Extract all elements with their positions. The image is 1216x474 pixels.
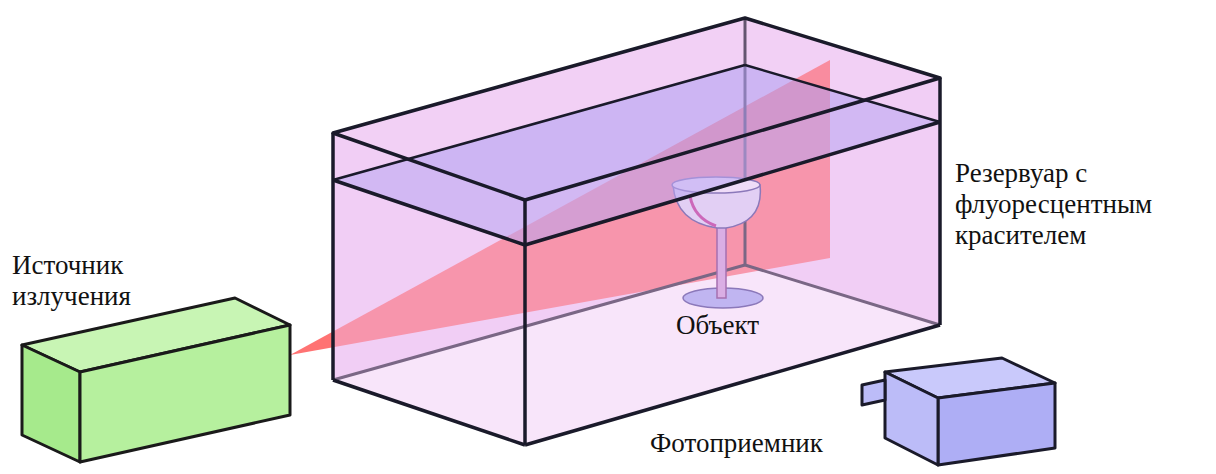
liquid-line [333, 65, 745, 180]
part-label: Объект [676, 310, 806, 341]
radiation-source [22, 298, 290, 462]
tank-edge [333, 18, 940, 200]
tank-edge [333, 380, 525, 445]
liquid-line [333, 122, 940, 245]
tank-edge [525, 325, 940, 445]
liquid-line [745, 65, 940, 122]
tank-edge [331, 133, 335, 380]
part-label: Источник излучения [12, 250, 192, 312]
photodetector [862, 358, 1055, 465]
part-label: Резервуар с флуоресцентным красителем [955, 158, 1195, 251]
tank-top-face [333, 18, 940, 200]
tank-edge [938, 78, 942, 325]
tank-edge [523, 200, 527, 445]
part-label: Фотоприемник [650, 428, 850, 459]
